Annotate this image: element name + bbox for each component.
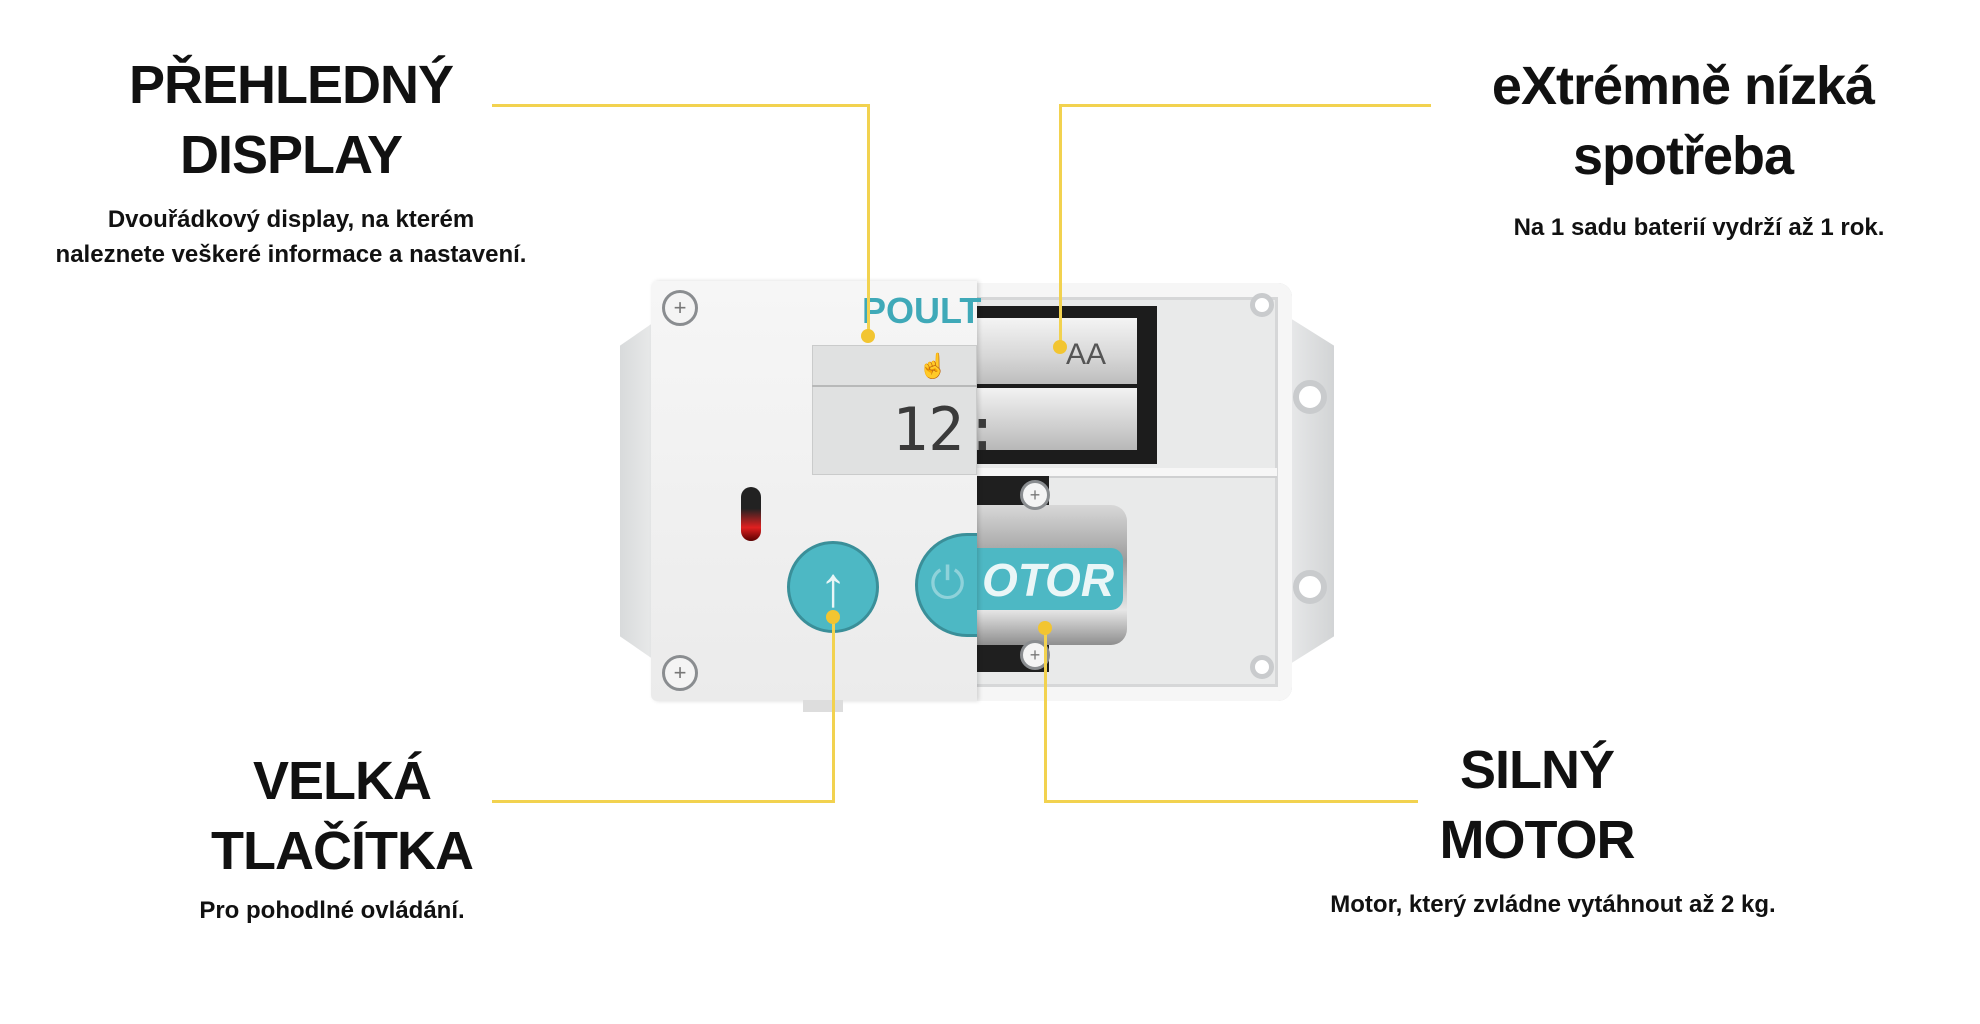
power-icon: ⏻ [930, 559, 965, 608]
title-line: spotřeba [1572, 126, 1794, 186]
motor-label-text: OTOR [982, 554, 1115, 606]
feature-description-display: Dvouřádkový display, na kterém naleznete… [56, 202, 527, 272]
callout-line-buttons [832, 617, 835, 802]
mount-hole-icon [1293, 570, 1327, 604]
screw-icon: + [1020, 480, 1050, 510]
feature-title-buttons: VELKÁ TLAČÍTKA [211, 746, 474, 886]
feature-title-motor: SILNÝ MOTOR [1439, 735, 1636, 875]
battery-label: AA [1066, 338, 1107, 371]
callout-line-display [867, 104, 870, 336]
description-line: Pro pohodlné ovládání. [199, 897, 465, 924]
callout-line-consumption [1059, 104, 1062, 347]
title-line: SILNÝ [1459, 740, 1615, 800]
mount-hole-icon [1293, 380, 1327, 414]
callout-dot-display [861, 329, 875, 343]
title-line: TLAČÍTKA [211, 821, 474, 881]
title-line: VELKÁ [252, 751, 432, 811]
motor-label [977, 548, 1123, 610]
right-flange [1290, 318, 1334, 664]
description-line: Motor, který zvládne vytáhnout až 2 kg. [1330, 891, 1776, 918]
callout-line-motor [1044, 800, 1418, 803]
callout-dot-consumption [1053, 340, 1067, 354]
feature-description-buttons: Pro pohodlné ovládání. [199, 893, 464, 928]
feature-title-consumption: eXtrémně nízká spotřeba [1491, 51, 1875, 191]
brand-logo: POULT [862, 290, 982, 331]
feature-title-display: PŘEHLEDNÝ DISPLAY [128, 50, 454, 190]
feature-description-consumption: Na 1 sadu baterií vydrží až 1 rok. [1514, 210, 1885, 245]
callout-line-motor [1044, 628, 1047, 802]
hand-icon: ☝ [918, 353, 948, 380]
arrow-up-icon: ↑ [819, 555, 847, 618]
case-hole-icon [1250, 655, 1274, 679]
callout-line-buttons [492, 800, 835, 803]
status-led [741, 487, 761, 541]
lcd-time: 12: [892, 395, 1001, 465]
title-line: DISPLAY [179, 125, 403, 185]
description-line: Na 1 sadu baterií vydrží až 1 rok. [1513, 214, 1885, 241]
screw-icon: + [662, 290, 698, 326]
description-line: naleznete veškeré informace a nastavení. [55, 241, 527, 268]
connector [803, 700, 843, 712]
description-line: Dvouřádkový display, na kterém [107, 206, 475, 233]
callout-line-consumption [1059, 104, 1431, 107]
front-panel [651, 281, 977, 701]
callout-dot-buttons [826, 610, 840, 624]
screw-icon: + [662, 655, 698, 691]
feature-description-motor: Motor, který zvládne vytáhnout až 2 kg. [1330, 887, 1775, 922]
lcd-display [812, 345, 977, 475]
title-line: eXtrémně nízká [1491, 56, 1875, 116]
divider [977, 468, 1277, 478]
title-line: PŘEHLEDNÝ [128, 55, 454, 115]
callout-dot-motor [1038, 621, 1052, 635]
title-line: MOTOR [1439, 810, 1636, 870]
callout-line-display [492, 104, 870, 107]
case-hole-icon [1250, 293, 1274, 317]
battery-aa-2 [977, 388, 1137, 450]
lcd-divider [812, 385, 977, 387]
